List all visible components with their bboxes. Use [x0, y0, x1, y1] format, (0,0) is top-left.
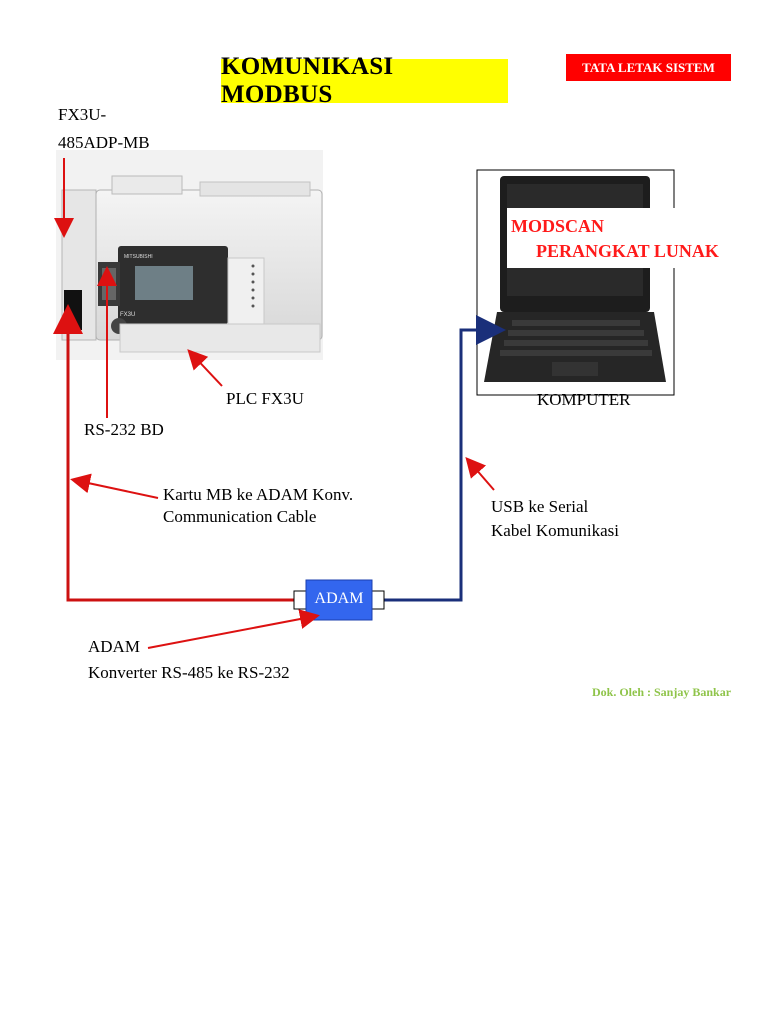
usb-label-line1: USB ke Serial [491, 497, 589, 516]
komputer-label: KOMPUTER [537, 390, 631, 409]
plc-image: MITSUBISHI FX3U [56, 150, 323, 360]
cable-label-line1: Kartu MB ke ADAM Konv. [163, 485, 354, 504]
modscan-label-line1: MODSCAN [511, 216, 604, 236]
section-tag: TATA LETAK SISTEM [566, 54, 731, 81]
red-cable [53, 304, 296, 602]
laptop-image [476, 169, 711, 396]
modscan-label-line2: PERANGKAT LUNAK [536, 241, 719, 261]
cable-label-line2: Communication Cable [163, 507, 317, 526]
rs232-label: RS-232 BD [84, 420, 164, 439]
adam-label-line1: ADAM [88, 637, 140, 656]
page-title: KOMUNIKASI MODBUS [221, 53, 508, 108]
svg-text:FX3U: FX3U [120, 312, 135, 318]
adam-label-line2: Konverter RS-485 ke RS-232 [88, 663, 290, 682]
fx3u-label-line2: 485ADP-MB [58, 133, 150, 152]
svg-text:MITSUBISHI: MITSUBISHI [124, 254, 153, 260]
adam-box-label: ADAM [314, 590, 364, 607]
fx3u-label-line1: FX3U- [58, 105, 107, 124]
blue-cable [384, 315, 506, 602]
pointer-arrows [54, 158, 495, 649]
credit-text: Dok. Oleh : Sanjay Bankar [592, 685, 732, 699]
plc-label: PLC FX3U [226, 389, 304, 408]
usb-label-line2: Kabel Komunikasi [491, 521, 619, 540]
